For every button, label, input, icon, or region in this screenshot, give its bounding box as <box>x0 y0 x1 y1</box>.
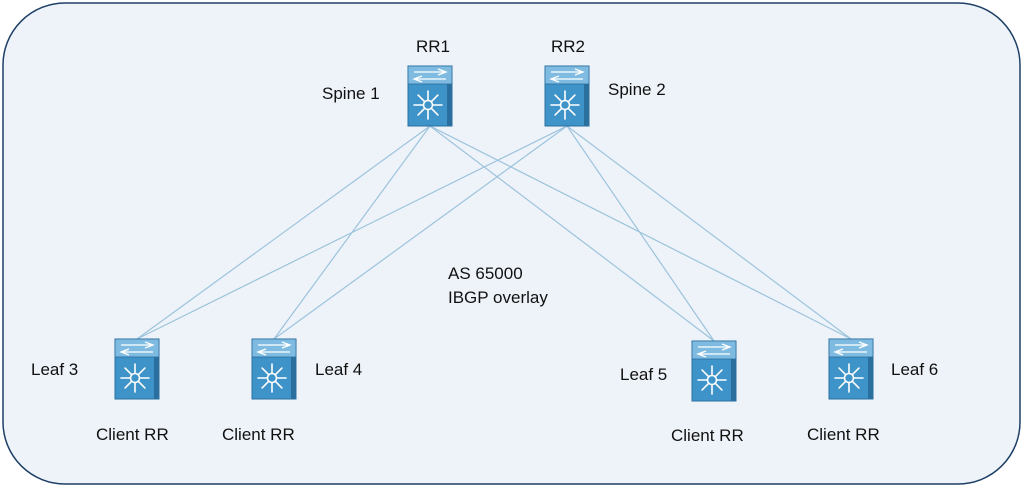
leaf-5-name-label: Leaf 5 <box>620 365 668 384</box>
spine1-network-switch-icon[interactable] <box>407 65 453 127</box>
leaf-3-role-label: Client RR <box>96 425 169 444</box>
leaf-4-role-label: Client RR <box>222 425 295 444</box>
leaf-5-role-label: Client RR <box>671 426 744 445</box>
leaf-3-name-label: Leaf 3 <box>31 360 79 379</box>
link-spine1-leaf5 <box>429 125 715 342</box>
spine-2-role-label: RR2 <box>551 37 586 56</box>
link-spine1-leaf3 <box>136 125 431 340</box>
leaf-6-role-label: Client RR <box>807 425 880 444</box>
link-spine2-leaf4 <box>273 125 568 340</box>
leaf3-network-switch-icon[interactable] <box>114 338 160 400</box>
leaf-6-name-label: Leaf 6 <box>891 360 939 379</box>
spine-1-name-label: Spine 1 <box>322 84 380 103</box>
leaf4-network-switch-icon[interactable] <box>251 338 297 400</box>
as-number-label: AS 65000 <box>448 264 523 283</box>
nodes-layer <box>114 65 874 402</box>
leaf-4-name-label: Leaf 4 <box>315 360 363 379</box>
link-spine2-leaf6 <box>566 125 852 340</box>
link-spine2-leaf5 <box>566 125 715 342</box>
leaf5-network-switch-icon[interactable] <box>691 340 737 402</box>
spine2-network-switch-icon[interactable] <box>544 65 590 127</box>
spine-1-role-label: RR1 <box>416 37 451 56</box>
leaf6-network-switch-icon[interactable] <box>828 338 874 400</box>
links-layer <box>136 125 852 342</box>
overlay-label: IBGP overlay <box>448 288 548 307</box>
as-info: AS 65000 IBGP overlay <box>448 262 548 310</box>
spine-2-name-label: Spine 2 <box>608 80 666 99</box>
link-spine2-leaf3 <box>136 125 568 340</box>
